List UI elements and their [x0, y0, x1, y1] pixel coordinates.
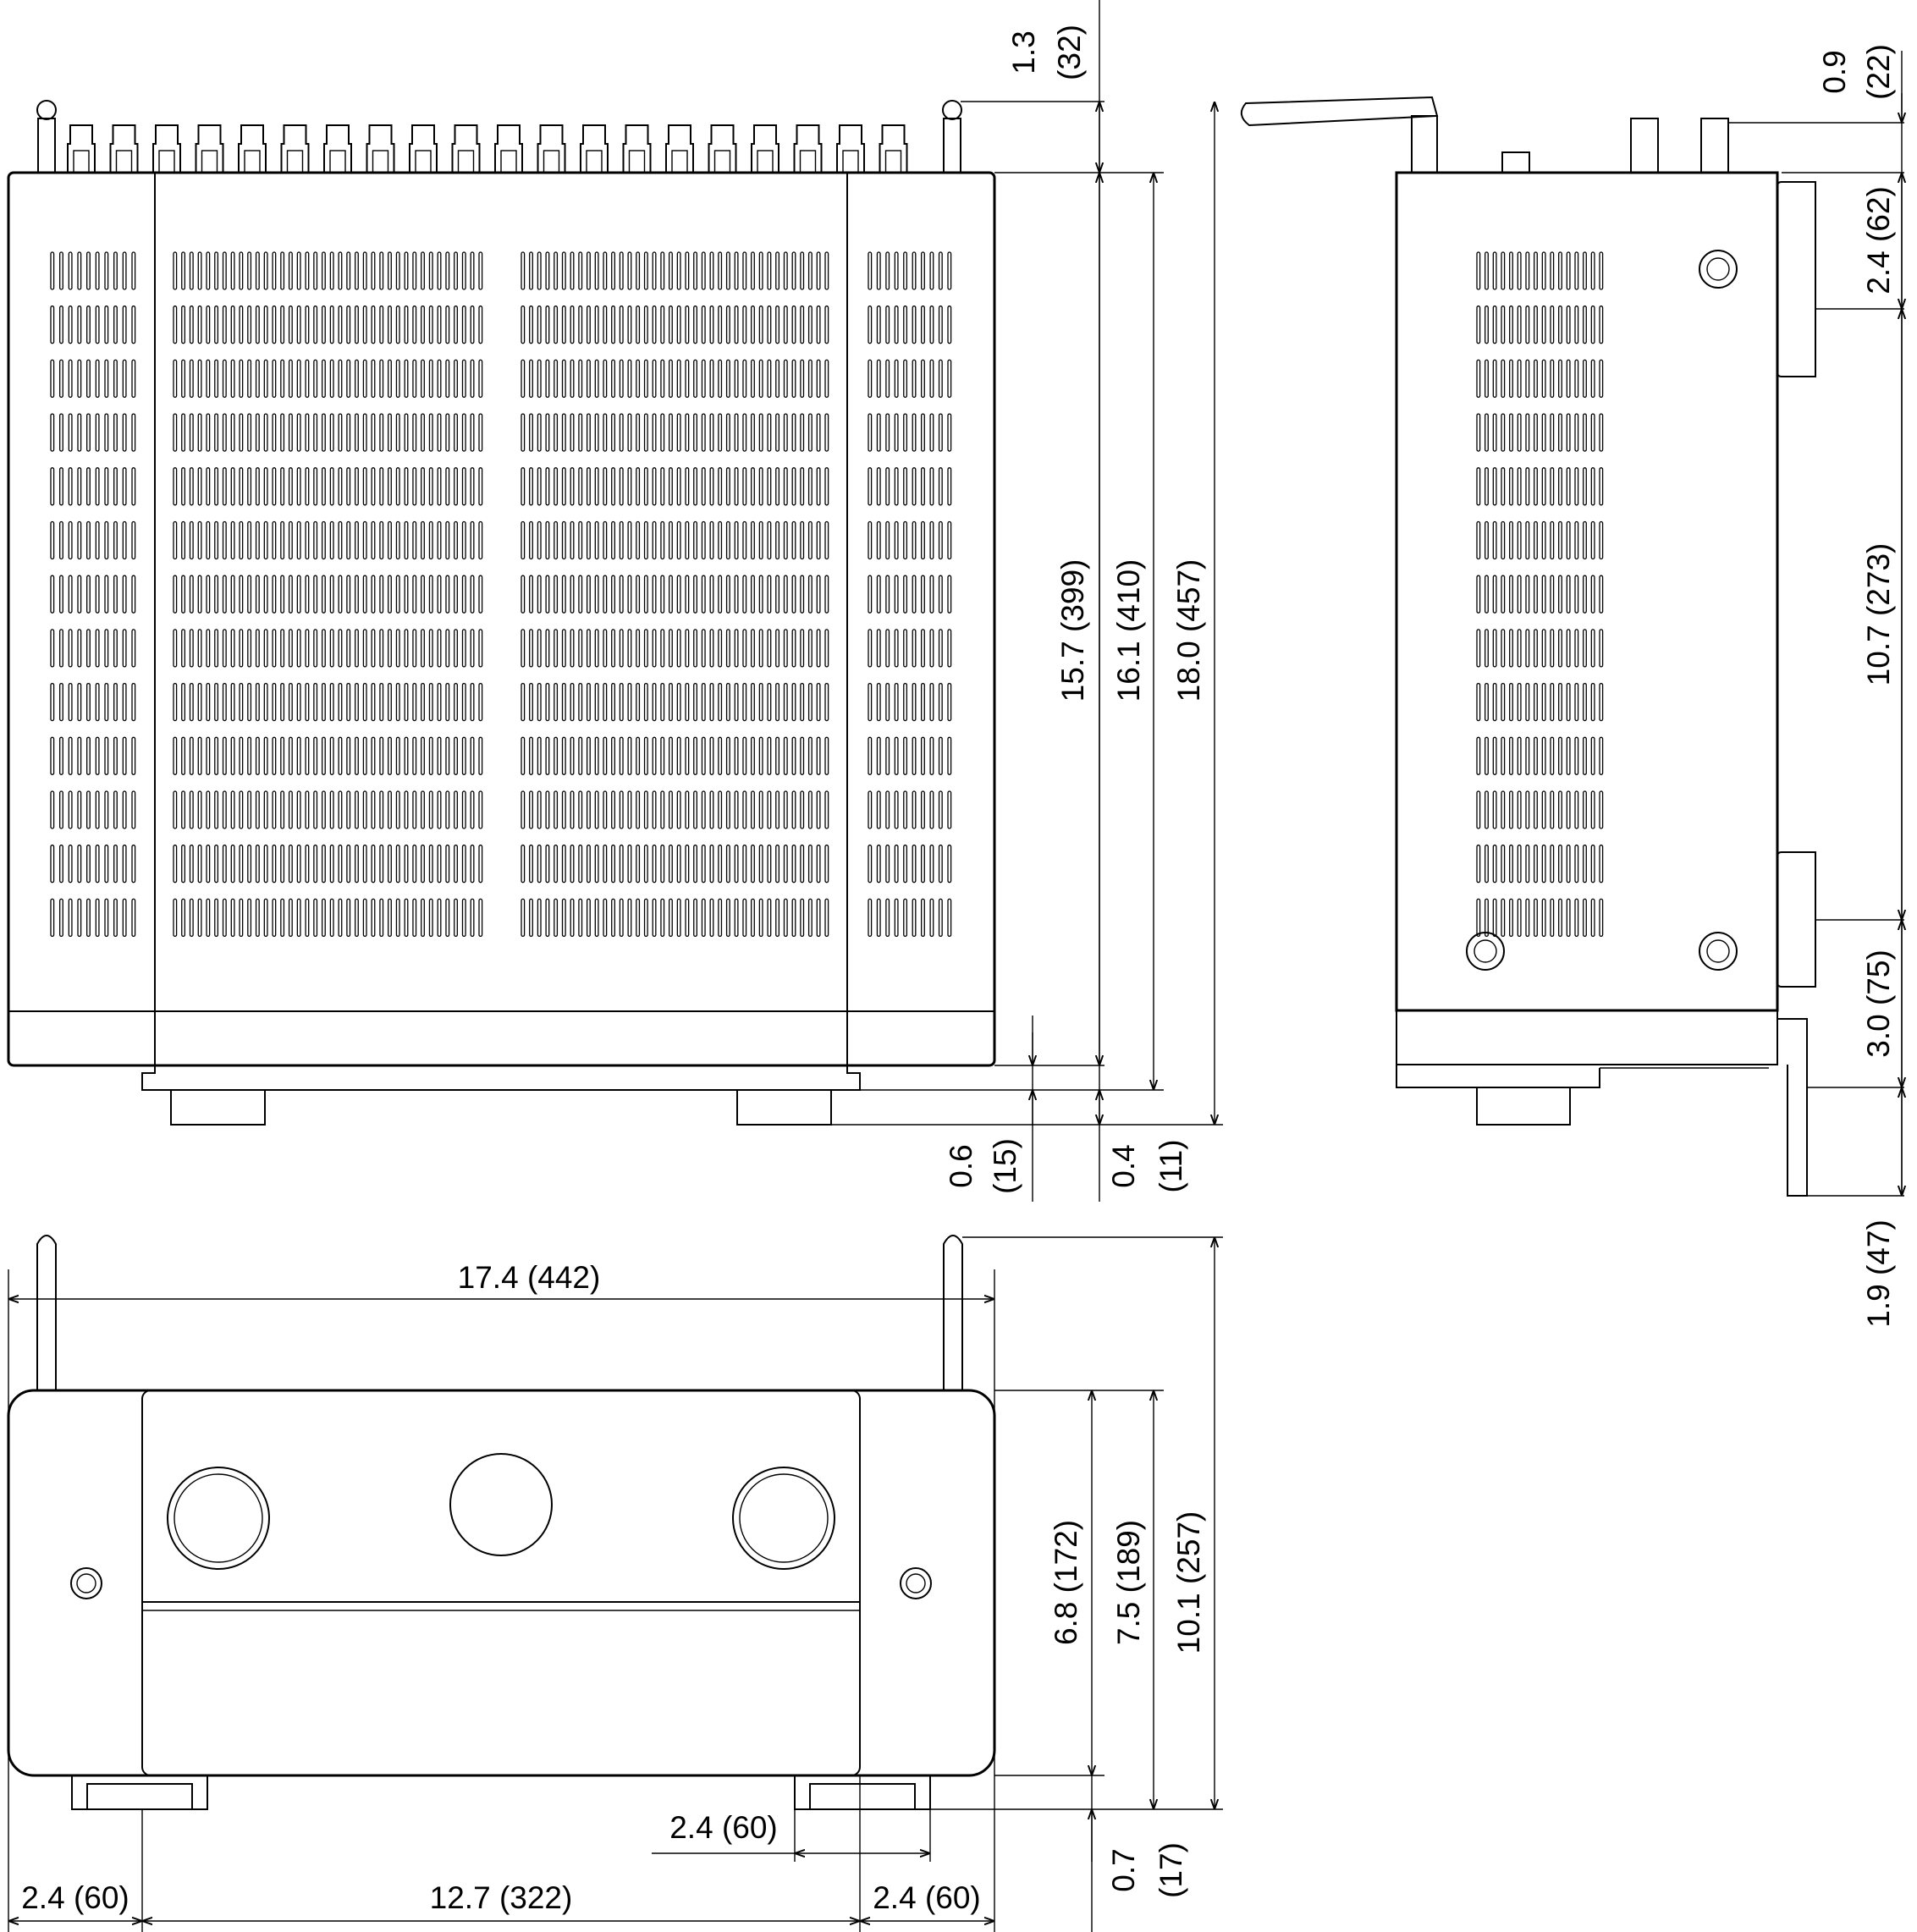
- lower-bracket: [1777, 851, 1816, 988]
- dim-feet-b: (11): [1154, 1139, 1188, 1192]
- volume-knob: [449, 1453, 553, 1556]
- top-foot-left: [170, 1089, 266, 1126]
- front-foot-left: [71, 1775, 208, 1810]
- dim-depth-total: 18.0 (457): [1171, 559, 1206, 702]
- dim-body-height: 6.8 (172): [1049, 1520, 1083, 1645]
- right-knob: [732, 1467, 835, 1570]
- side-foot: [1476, 1087, 1571, 1126]
- dim-feet-span: 12.7 (322): [430, 1880, 573, 1915]
- left-knob: [167, 1467, 270, 1570]
- dim-feet-height-b: (17): [1154, 1842, 1188, 1898]
- dim-depth-body: 15.7 (399): [1055, 559, 1090, 702]
- antenna-left-front: [36, 1235, 57, 1390]
- left-jack: [70, 1567, 102, 1599]
- top-view: [7, 100, 996, 1126]
- upper-bracket: [1777, 181, 1816, 377]
- dim-antenna-above-b: (32): [1052, 25, 1087, 80]
- front-panel: [141, 1390, 861, 1776]
- dim-height-with-feet: 7.5 (189): [1111, 1520, 1146, 1645]
- dim-left-offset: 2.4 (60): [21, 1880, 129, 1915]
- top-chassis: [7, 171, 996, 1067]
- top-vent-slots: [50, 251, 952, 938]
- dim-depth-with-front: 16.1 (410): [1111, 559, 1146, 702]
- dim-feet-a: 0.4: [1106, 1144, 1141, 1187]
- dim-feet-height-a: 0.7: [1106, 1848, 1141, 1891]
- top-view-dimensions: 1.3 (32) 15.7 (399) 16.1 (410) 18.0 (457…: [831, 0, 1223, 1202]
- antenna-right-top: [942, 100, 962, 173]
- front-chassis: [7, 1389, 996, 1777]
- front-view-dimensions: 17.4 (442) 6.8 (172) 7.5 (189) 10.1 (257…: [8, 1236, 1223, 1932]
- dim-bracket-span: 10.7 (273): [1861, 543, 1896, 686]
- dim-side-top-b: (22): [1861, 44, 1896, 100]
- rear-terminals: [67, 124, 908, 173]
- side-handle: [1777, 1018, 1808, 1197]
- antenna-right-front: [943, 1235, 963, 1390]
- dim-antenna-above-a: 1.3: [1006, 30, 1041, 74]
- top-foot-right: [736, 1089, 832, 1126]
- side-vent-slots: [1476, 251, 1604, 938]
- side-view: [1240, 96, 1816, 1197]
- antenna-left-top: [36, 100, 57, 173]
- dim-total-height: 10.1 (257): [1171, 1511, 1206, 1654]
- right-jack: [900, 1567, 932, 1599]
- dim-side-bottom: 1.9 (47): [1861, 1219, 1896, 1328]
- side-chassis: [1395, 171, 1779, 1012]
- side-antenna: [1240, 96, 1439, 127]
- side-view-dimensions: 0.9 (22) 2.4 (62) 10.7 (273) 3.0 (75) 1.…: [1728, 44, 1904, 1328]
- dim-front-step-b: (15): [988, 1138, 1022, 1194]
- dim-lower-offset: 3.0 (75): [1861, 949, 1896, 1058]
- dim-width: 17.4 (442): [458, 1260, 601, 1295]
- front-foot-right: [794, 1775, 931, 1810]
- dim-right-offset: 2.4 (60): [873, 1880, 981, 1915]
- dim-foot-width: 2.4 (60): [669, 1810, 778, 1845]
- front-view: [7, 1235, 996, 1810]
- dim-front-step-a: 0.6: [944, 1144, 978, 1187]
- dim-side-top-a: 0.9: [1817, 50, 1852, 93]
- dim-upper-bracket: 2.4 (62): [1861, 186, 1896, 294]
